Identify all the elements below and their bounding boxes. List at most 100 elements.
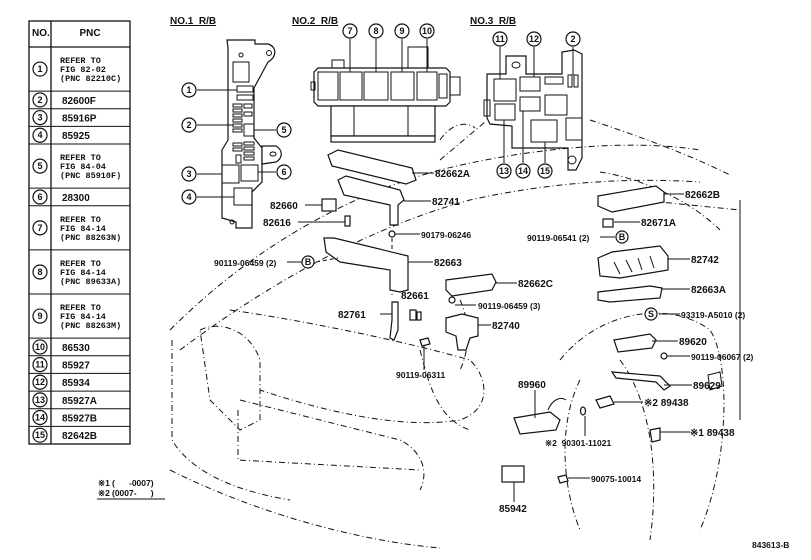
pnc-reference-line: (PNC 88263N) — [60, 233, 121, 243]
table-header-no: NO. — [32, 28, 50, 39]
part-label: 82740 — [492, 321, 520, 332]
svg-text:B: B — [305, 257, 312, 267]
footnote-1-range: ( -0007) — [112, 478, 154, 488]
pnc-reference-line: REFER TO — [60, 215, 101, 225]
figure-id: 843613-B — [752, 540, 789, 550]
part-label: 90179-06246 — [421, 230, 471, 240]
callout-6: 6 — [276, 164, 292, 180]
callout-5: 5 — [276, 122, 292, 138]
row-number-circle — [32, 127, 48, 143]
pnc-reference-line: (PNC 89633A) — [60, 277, 121, 287]
part-label: 90119-06541 (2) — [527, 233, 590, 243]
vehicle-outline — [169, 119, 741, 549]
row-number-circle — [32, 339, 48, 355]
rb3-header: NO.3 R/B — [470, 16, 516, 27]
pnc-value: 85916P — [62, 114, 97, 125]
part-label: 85942 — [499, 504, 527, 515]
pnc-reference-line: (PNC 88263M) — [60, 321, 121, 331]
callout-2b: 2 — [565, 31, 581, 47]
row-number-circle — [32, 264, 48, 280]
pnc-reference-line: REFER TO — [60, 56, 101, 66]
part-label: 82741 — [432, 197, 460, 208]
rb3-callouts: 11 12 2 13 14 15 — [492, 31, 581, 179]
row-number-circle — [32, 109, 48, 126]
row-number-circle — [32, 158, 48, 174]
footnote-2-mark: ※2 — [98, 488, 110, 498]
svg-text:1: 1 — [186, 85, 191, 95]
row-number: 9 — [37, 311, 42, 321]
pnc-value: 82642B — [62, 431, 97, 442]
part-shapes — [321, 149, 671, 484]
footnotes: ※1 ( -0007) ※2 (0007- ) — [97, 478, 165, 500]
pnc-reference-line: REFER TO — [60, 259, 101, 269]
callout-1: 1 — [181, 82, 197, 98]
callout-10: 10 — [419, 23, 435, 39]
pnc-value: 85927 — [62, 361, 90, 372]
relay-block-1 — [221, 39, 282, 229]
part-label: 89620 — [679, 337, 707, 348]
leader-lines — [287, 172, 741, 502]
row-number: 7 — [37, 223, 42, 233]
svg-text:6: 6 — [281, 167, 286, 177]
pnc-reference-line: FIG 84-14 — [60, 312, 106, 322]
pnc-reference-line: REFER TO — [60, 303, 101, 313]
svg-text:8: 8 — [373, 26, 378, 36]
pnc-reference-line: FIG 82-02 — [60, 65, 106, 75]
svg-text:13: 13 — [499, 166, 509, 176]
relay-block-2 — [310, 46, 461, 143]
table-row: 2 82600F — [29, 92, 130, 110]
callout-3: 3 — [181, 166, 197, 182]
pnc-value: 82600F — [62, 96, 96, 107]
callout-7: 7 — [342, 23, 358, 39]
row-number-circle — [32, 92, 48, 108]
row-number-circle — [32, 357, 48, 373]
callout-12: 12 — [526, 31, 542, 47]
rb1-header: NO.1 R/B — [170, 16, 216, 27]
part-label: 82761 — [338, 310, 366, 321]
part-labels: 82662A 82741 82660 82616 90179-06246 901… — [214, 169, 754, 515]
row-number: 5 — [37, 161, 42, 171]
part-label: 89629 — [693, 381, 721, 392]
part-label: 90119-06459 (3) — [478, 301, 541, 311]
row-number-circle — [32, 308, 48, 324]
part-label: 82671A — [641, 218, 676, 229]
pnc-reference-line: REFER TO — [60, 153, 101, 163]
row-number: 15 — [35, 430, 45, 440]
callout-15: 15 — [537, 163, 553, 179]
pnc-reference-line: (PNC 82210C) — [60, 74, 121, 84]
svg-text:5: 5 — [281, 125, 286, 135]
svg-text:2: 2 — [186, 120, 191, 130]
svg-text:14: 14 — [518, 166, 528, 176]
part-label: 93319-A5010 (2) — [681, 310, 745, 320]
row-number-circle — [32, 220, 48, 236]
row-number: 1 — [37, 64, 42, 74]
callout-13: 13 — [496, 163, 512, 179]
svg-text:B: B — [619, 232, 626, 242]
row-number: 4 — [37, 130, 42, 140]
part-label: 82662A — [435, 169, 470, 180]
row-number: 8 — [37, 267, 42, 277]
pnc-value: 85925 — [62, 131, 90, 142]
part-label: 89960 — [518, 380, 546, 391]
svg-text:10: 10 — [422, 26, 432, 36]
row-number-circle — [32, 189, 48, 205]
row-number: 2 — [37, 95, 42, 105]
callout-9: 9 — [394, 23, 410, 39]
svg-text:2: 2 — [570, 34, 575, 44]
marker-b-right: B — [615, 230, 629, 244]
svg-text:4: 4 — [186, 192, 191, 202]
svg-text:3: 3 — [186, 169, 191, 179]
svg-text:S: S — [648, 309, 654, 319]
part-label: 82662C — [518, 279, 553, 290]
part-label: 90119-06311 — [396, 370, 445, 380]
pnc-value: 86530 — [62, 343, 90, 354]
pnc-reference-line: FIG 84-04 — [60, 162, 106, 172]
callout-2: 2 — [181, 117, 197, 133]
part-label: 90119-06067 (2) — [691, 352, 754, 362]
